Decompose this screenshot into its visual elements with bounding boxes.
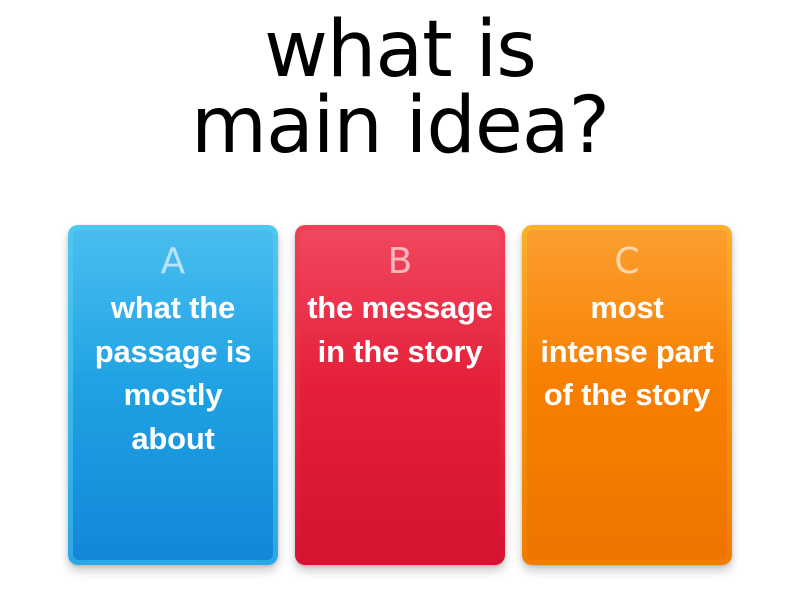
question-title: what is main idea? [190, 5, 610, 172]
answer-text-a: what the passage is mostly about [94, 290, 252, 457]
answer-text-b: the message in the story [307, 290, 493, 369]
answer-card-c[interactable]: C most intense part of the story [522, 225, 732, 565]
answer-letter-b: B [387, 241, 413, 282]
answer-options-row: A what the passage is mostly about B the… [0, 225, 800, 570]
answer-letter-c: C [614, 241, 640, 282]
answer-card-b[interactable]: B the message in the story [295, 225, 505, 565]
answer-card-c-face: C most intense part of the story [527, 230, 727, 560]
answer-card-b-face: B the message in the story [300, 230, 500, 560]
answer-card-a[interactable]: A what the passage is mostly about [68, 225, 278, 565]
answer-text-c: most intense part of the story [540, 290, 714, 413]
answer-card-a-face: A what the passage is mostly about [73, 230, 273, 560]
answer-letter-a: A [160, 241, 186, 282]
